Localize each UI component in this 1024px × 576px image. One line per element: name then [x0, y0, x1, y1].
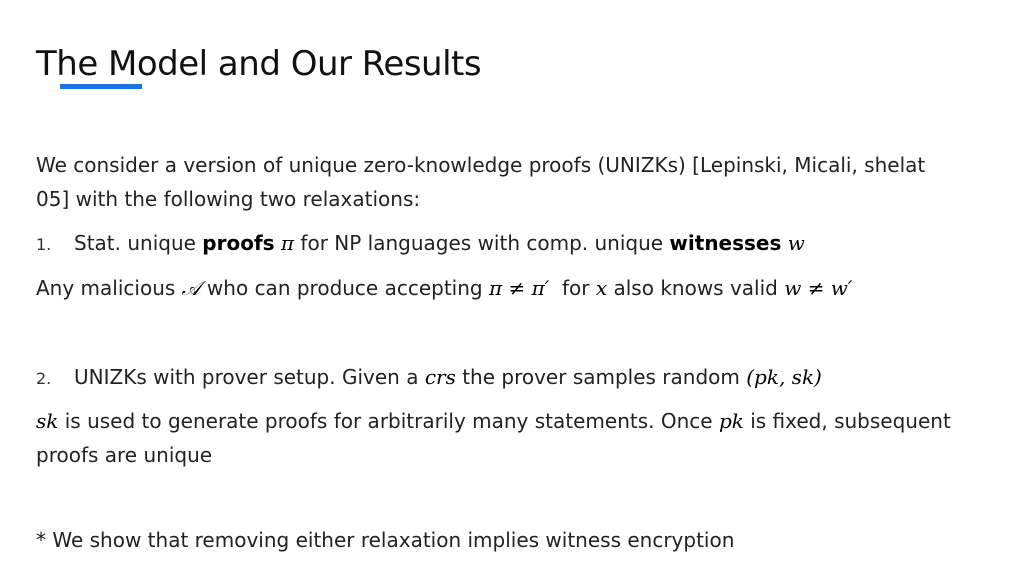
list-number-1: 1. — [36, 235, 52, 254]
title-underline-accent — [60, 84, 142, 89]
list-number-2: 2. — [36, 369, 52, 388]
intro-paragraph: We consider a version of unique zero-kno… — [36, 148, 925, 216]
math-pi-neq: π ≠ π′ — [488, 276, 550, 300]
detail1-text-d: also knows valid — [607, 276, 785, 300]
math-crs: crs — [424, 365, 456, 389]
math-x: x — [595, 276, 608, 300]
detail2-line-2: proofs are unique — [36, 443, 213, 467]
intro-line-2: 05] with the following two relaxations: — [36, 187, 421, 211]
footnote: * We show that removing either relaxatio… — [36, 528, 735, 552]
item1-text-a: Stat. unique — [74, 231, 203, 255]
item2-detail: sk is used to generate proofs for arbitr… — [36, 404, 951, 472]
detail1-text-c: for — [549, 276, 596, 300]
math-pk-sk: (pk, sk) — [746, 365, 822, 389]
math-w: w — [787, 231, 805, 255]
math-adversary: 𝒜 — [181, 276, 201, 300]
item1-bold-proofs: proofs — [202, 231, 275, 255]
item1-text-b: for NP languages with comp. unique — [294, 231, 670, 255]
detail1-text-a: Any malicious — [36, 276, 182, 300]
detail2-text-a: is used to generate proofs for arbitrari… — [58, 409, 719, 433]
detail1-text-b: who can produce accepting — [200, 276, 489, 300]
item2-text-a: UNIZKs with prover setup. Given a — [74, 365, 425, 389]
item1-detail: Any malicious 𝒜 who can produce acceptin… — [36, 271, 852, 305]
math-pi: π — [280, 231, 295, 255]
math-w-neq: w ≠ w′ — [784, 276, 853, 300]
item2-text-b: the prover samples random — [455, 365, 747, 389]
list-item-1: 1. Stat. unique proofs π for NP languages… — [36, 226, 805, 262]
detail2-line-1: sk is used to generate proofs for arbitr… — [36, 404, 951, 438]
list-item-2: 2.UNIZKs with prover setup. Given a crs … — [36, 360, 822, 396]
intro-line-1: We consider a version of unique zero-kno… — [36, 153, 926, 177]
math-pk: pk — [718, 409, 744, 433]
item1-bold-witnesses: witnesses — [669, 231, 782, 255]
slide-title: The Model and Our Results — [36, 44, 482, 84]
math-sk: sk — [36, 409, 59, 433]
detail2-text-b: is fixed, subsequent — [743, 409, 951, 433]
